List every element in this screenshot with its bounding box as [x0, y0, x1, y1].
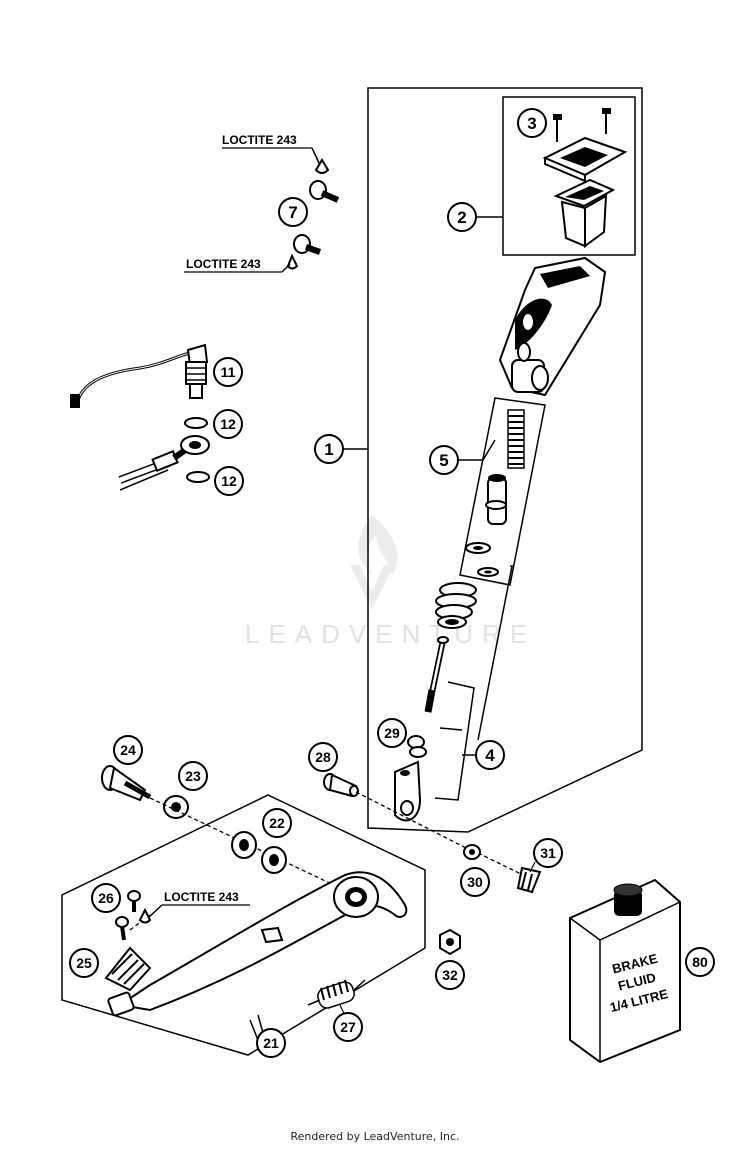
bolt-7-upper: [309, 180, 340, 203]
circlip-seals: [465, 542, 499, 577]
push-rod-bracket: [434, 681, 475, 801]
return-spring: [307, 979, 366, 1009]
callout-80: 80: [685, 947, 715, 977]
clip-axis-line: [477, 852, 526, 877]
washer-12-upper: [184, 417, 208, 429]
lock-nut: [407, 735, 427, 758]
foot-peg-25: [104, 946, 152, 992]
callout-24: 24: [113, 735, 143, 765]
dust-boot: [435, 582, 477, 629]
watermark: LEADVENTURE: [245, 515, 536, 649]
callout-12-lower: 12: [214, 466, 244, 496]
callout-25: 25: [69, 948, 99, 978]
callout-32: 32: [435, 960, 465, 990]
loctite-label-2: LOCTITE 243: [186, 257, 261, 271]
callout-22: 22: [262, 808, 292, 838]
svg-text:32: 32: [442, 967, 458, 983]
master-cylinder-body: [498, 256, 607, 397]
callout-12-upper: 12: [213, 409, 243, 439]
svg-text:80: 80: [692, 954, 708, 970]
svg-text:7: 7: [288, 203, 297, 222]
svg-text:4: 4: [485, 746, 495, 765]
callout-28: 28: [308, 742, 338, 772]
pivot-bolt: [101, 765, 152, 802]
brake-hose: [118, 435, 210, 491]
callout-5: 5: [429, 445, 459, 475]
cotter-pin: [516, 866, 542, 894]
svg-text:29: 29: [384, 725, 400, 741]
washer-30: [463, 844, 481, 860]
svg-text:22: 22: [269, 815, 285, 831]
callout-26: 26: [91, 883, 121, 913]
footer-credit: Rendered by LeadVenture, Inc.: [290, 1130, 460, 1143]
svg-text:2: 2: [457, 208, 466, 227]
callout-23: 23: [178, 761, 208, 791]
push-rod: [424, 636, 449, 713]
callout-7: 7: [278, 197, 308, 227]
svg-text:30: 30: [467, 874, 483, 890]
callout-30: 30: [460, 867, 490, 897]
brake-fluid-bottle: BRAKE FLUID 1/4 LITRE: [569, 878, 681, 1064]
reservoir-cap: [542, 108, 628, 248]
svg-text:24: 24: [120, 742, 136, 758]
svg-text:26: 26: [98, 890, 114, 906]
piston: [485, 474, 507, 525]
nut-32: [439, 928, 461, 956]
bolts-26: [115, 890, 141, 941]
assembly-1-outline: [367, 87, 643, 833]
callout-1: 1: [314, 434, 344, 464]
clevis: [394, 760, 422, 822]
bolt-7-lower: LOCTITE 243: [184, 234, 322, 273]
callout-27: 27: [333, 1012, 363, 1042]
watermark-text: LEADVENTURE: [245, 619, 536, 649]
clevis-pin: [323, 773, 359, 798]
spring: [507, 409, 525, 469]
bushings-22: [231, 831, 287, 874]
loctite-7-upper: LOCTITE 243: [222, 133, 330, 174]
svg-text:1: 1: [324, 440, 333, 459]
callout-2: 2: [447, 202, 477, 232]
callout-4: 4: [475, 740, 505, 770]
loctite-label-3: LOCTITE 243: [164, 890, 239, 904]
svg-text:5: 5: [439, 451, 448, 470]
svg-text:12: 12: [220, 416, 236, 432]
svg-text:27: 27: [340, 1019, 356, 1035]
pedal-assembly-outline: [61, 794, 426, 1056]
clevis-axis-line: [355, 791, 471, 851]
brake-light-switch: [70, 343, 209, 408]
assembly-2-box: [502, 96, 636, 256]
washer-12-lower: [186, 471, 210, 483]
svg-text:23: 23: [185, 768, 201, 784]
callout-11: 11: [213, 357, 243, 387]
svg-text:12: 12: [221, 473, 237, 489]
svg-text:3: 3: [527, 114, 536, 133]
callout-21: 21: [256, 1028, 286, 1058]
brake-pedal-lever: [107, 871, 408, 1017]
svg-text:25: 25: [76, 955, 92, 971]
callout-29: 29: [377, 718, 407, 748]
svg-text:31: 31: [540, 845, 556, 861]
piston-kit-box: [459, 397, 546, 586]
svg-text:21: 21: [263, 1035, 279, 1051]
loctite-26: LOCTITE 243: [138, 890, 250, 924]
loctite-label-1: LOCTITE 243: [222, 133, 297, 147]
svg-text:11: 11: [221, 364, 236, 380]
svg-text:28: 28: [315, 749, 331, 765]
callout-31: 31: [533, 838, 563, 868]
callout-3: 3: [517, 108, 547, 138]
